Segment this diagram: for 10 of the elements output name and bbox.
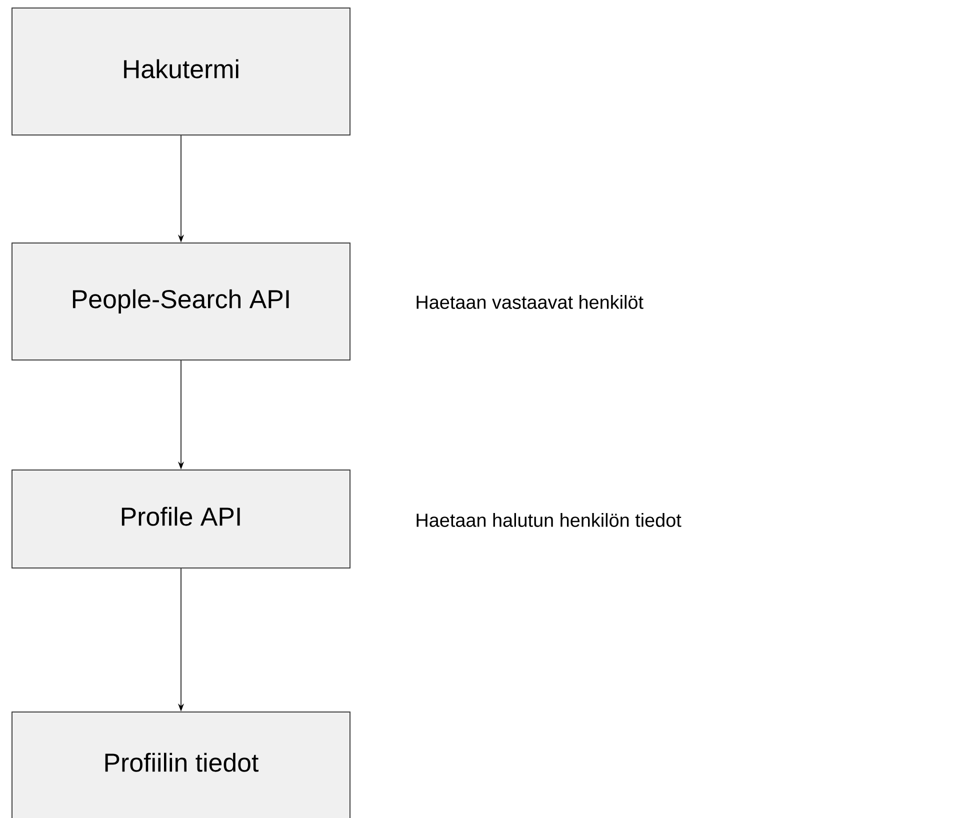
box-label: Profiilin tiedot xyxy=(105,752,259,772)
process-box xyxy=(12,470,350,568)
box-label: Profile API xyxy=(122,506,240,526)
box-label: Hakutermi xyxy=(124,59,238,78)
annotation-text: Haetaan halutun henkilön tiedot xyxy=(416,513,682,527)
process-box xyxy=(12,242,350,360)
process-box xyxy=(12,8,350,136)
process-box xyxy=(12,712,350,818)
box-label: People-Search API xyxy=(72,289,289,314)
annotation-text: Haetaan vastaavat henkilöt xyxy=(416,295,644,309)
